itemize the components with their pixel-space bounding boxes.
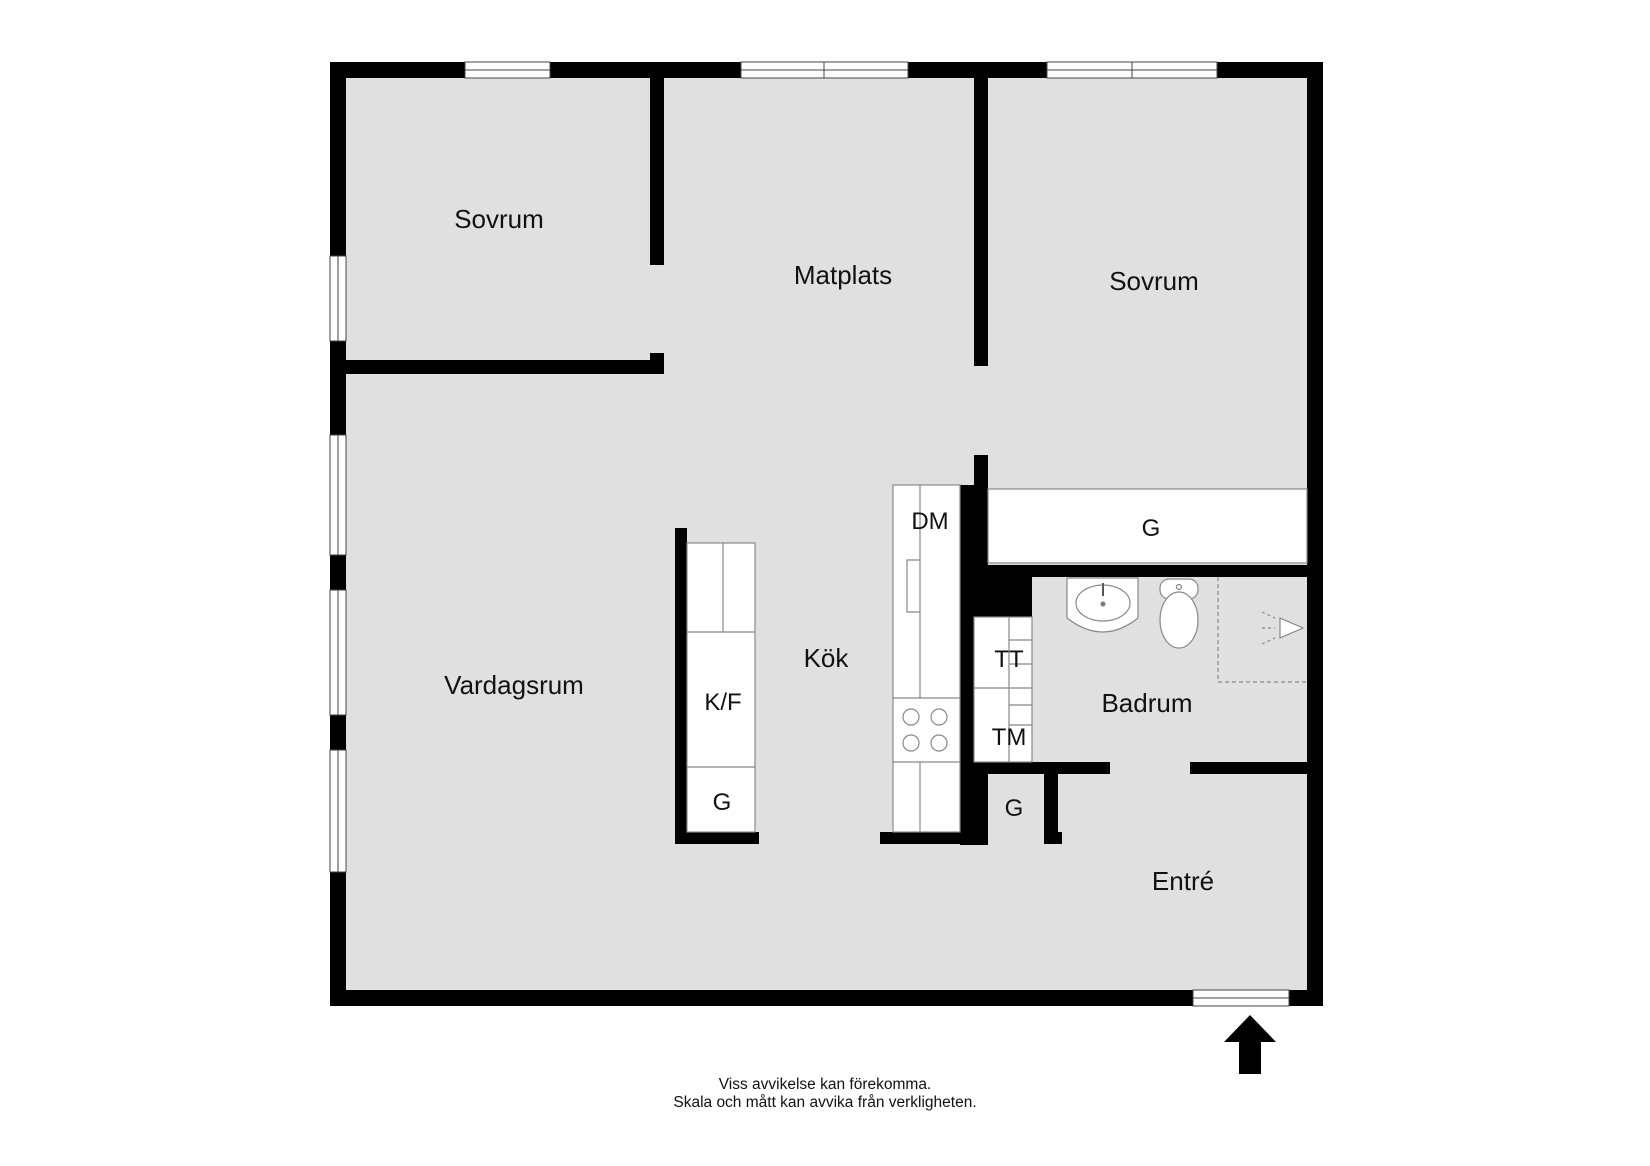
disclaimer-line-2: Skala och mått kan avvika från verklighe…	[673, 1094, 977, 1111]
room-label-sovrum-right: Sovrum	[1109, 266, 1199, 296]
fixture-label-g-wardrobe: G	[1142, 515, 1161, 542]
wardrobe-unit	[987, 488, 1308, 564]
room-label-badrum: Badrum	[1101, 688, 1192, 718]
fixture-label-g-kitchen: G	[713, 789, 732, 816]
room-label-entre: Entré	[1152, 866, 1214, 896]
fixture-label-kf: K/F	[704, 689, 741, 716]
kitchen-counter	[892, 484, 961, 833]
fixture-label-tt: TT	[994, 646, 1024, 673]
stove-burners-icon	[902, 708, 948, 752]
fixture-label-tm: TM	[992, 724, 1027, 751]
shower-icon	[1217, 577, 1307, 683]
windows	[329, 61, 1290, 1007]
fixture-label-dm: DM	[911, 508, 948, 535]
room-label-vardagsrum: Vardagsrum	[444, 670, 584, 700]
entrance-arrow-icon	[1224, 1015, 1276, 1074]
laundry-unit	[973, 616, 1033, 763]
room-label-kok: Kök	[804, 643, 850, 673]
room-label-sovrum-left: Sovrum	[454, 204, 544, 234]
kf-unit	[686, 542, 756, 833]
room-label-matplats: Matplats	[794, 260, 892, 290]
fixture-label-g-hall: G	[1005, 795, 1024, 822]
disclaimer-line-1: Viss avvikelse kan förekomma.	[718, 1076, 932, 1093]
fixtures	[686, 484, 1308, 833]
toilet-icon	[1159, 578, 1199, 649]
